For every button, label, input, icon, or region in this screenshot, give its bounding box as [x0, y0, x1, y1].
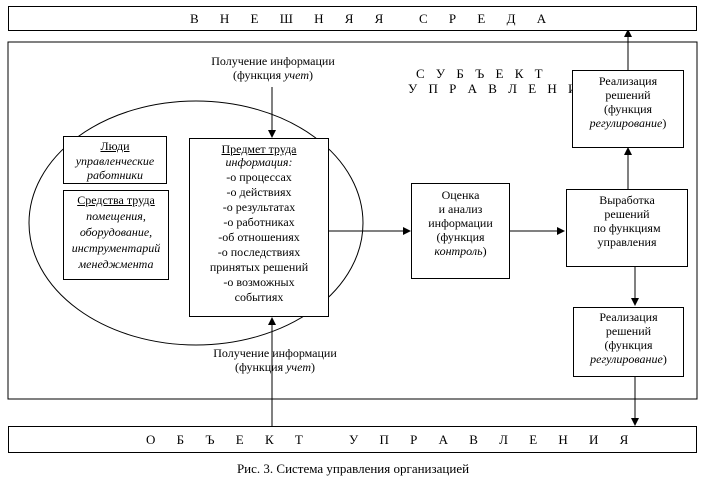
people-title: Люди: [100, 139, 130, 153]
tools-title: Средства труда: [77, 193, 155, 207]
implementation-top-box: Реализация решений (функция регулировани…: [572, 70, 684, 148]
object-label-left: О Б Ъ Е К Т: [146, 432, 312, 447]
impl-bottom-line4: регулирование): [590, 352, 667, 366]
impl-bottom-line2: решений: [605, 324, 652, 338]
impl-bottom-line3: (функция: [604, 338, 653, 352]
tools-line1: помещения,: [86, 209, 146, 223]
decisions-line2: решений: [604, 207, 650, 221]
environment-bar: В Н Е Ш Н Я Я С Р Е Д А: [8, 6, 697, 31]
subject-label-2: У П Р А В Л Е Н И Я: [408, 81, 602, 96]
labor-subject-box: Предмет труда информация: -о процессах -…: [189, 138, 329, 317]
impl-top-line4: регулирование): [589, 116, 667, 130]
tools-line3: инструментарий: [71, 241, 161, 255]
subject-label-1: С У Б Ъ Е К Т: [416, 66, 547, 81]
management-ellipse: [28, 100, 364, 346]
labor-item-3: -о работниках: [223, 215, 295, 229]
environment-label-left: В Н Е Ш Н Я Я: [190, 11, 393, 26]
tools-box: Средства труда помещения, оборудование, …: [63, 190, 169, 280]
decisions-line1: Выработка: [599, 193, 655, 207]
object-label-right: У П Р А В Л Е Н И Я: [349, 432, 638, 447]
implementation-bottom-box: Реализация решений (функция регулировани…: [573, 307, 684, 377]
info-bottom-line1: Получение информации: [213, 346, 337, 360]
subject-frame: [7, 41, 698, 400]
labor-item-7: -о возможных: [223, 275, 295, 289]
decisions-line3: по функциям: [593, 221, 661, 235]
labor-item-5: -о последствиях: [217, 245, 301, 259]
info-bottom-line2: (функция учет): [235, 360, 315, 374]
figure-caption: Рис. 3. Система управления организацией: [236, 461, 470, 476]
decisions-line4: управления: [597, 235, 657, 249]
environment-label-right: С Р Е Д А: [419, 11, 556, 26]
analysis-line4: (функция: [436, 230, 485, 244]
object-bar: О Б Ъ Е К Т У П Р А В Л Е Н И Я: [8, 426, 697, 453]
tools-line2: оборудование,: [79, 225, 153, 239]
labor-item-2: -о результатах: [222, 200, 296, 214]
impl-bottom-line1: Реализация: [599, 310, 658, 324]
analysis-line5: контроль): [434, 244, 487, 258]
analysis-line1: Оценка: [441, 188, 480, 202]
labor-item-6: принятых решений: [209, 260, 309, 274]
people-line1: управленческие: [75, 154, 155, 168]
info-top-line1: Получение информации: [211, 54, 335, 68]
analysis-line2: и анализ: [438, 202, 483, 216]
labor-item-4: -об отношениях: [218, 230, 300, 244]
labor-item-1: -о действиях: [226, 185, 292, 199]
info-bottom-label: Получение информации (функция учет): [200, 346, 350, 374]
analysis-box: Оценка и анализ информации (функция конт…: [411, 183, 510, 279]
impl-top-line3: (функция: [603, 102, 653, 116]
impl-top-line2: решений: [605, 88, 651, 102]
info-top-line2: (функция учет): [233, 68, 313, 82]
decisions-box: Выработка решений по функциям управления: [566, 189, 688, 267]
labor-title: Предмет труда: [221, 142, 297, 156]
info-top-label: Получение информации (функция учет): [198, 54, 348, 82]
people-box: Люди управленческие работники: [63, 136, 167, 184]
labor-item-0: -о процессах: [226, 170, 292, 184]
impl-top-line1: Реализация: [598, 74, 658, 88]
labor-item-8: событиях: [234, 290, 284, 304]
analysis-line3: информации: [428, 216, 493, 230]
labor-subtitle: информация:: [225, 155, 293, 169]
tools-line4: менеджмента: [78, 257, 154, 271]
people-line2: работники: [86, 168, 144, 182]
